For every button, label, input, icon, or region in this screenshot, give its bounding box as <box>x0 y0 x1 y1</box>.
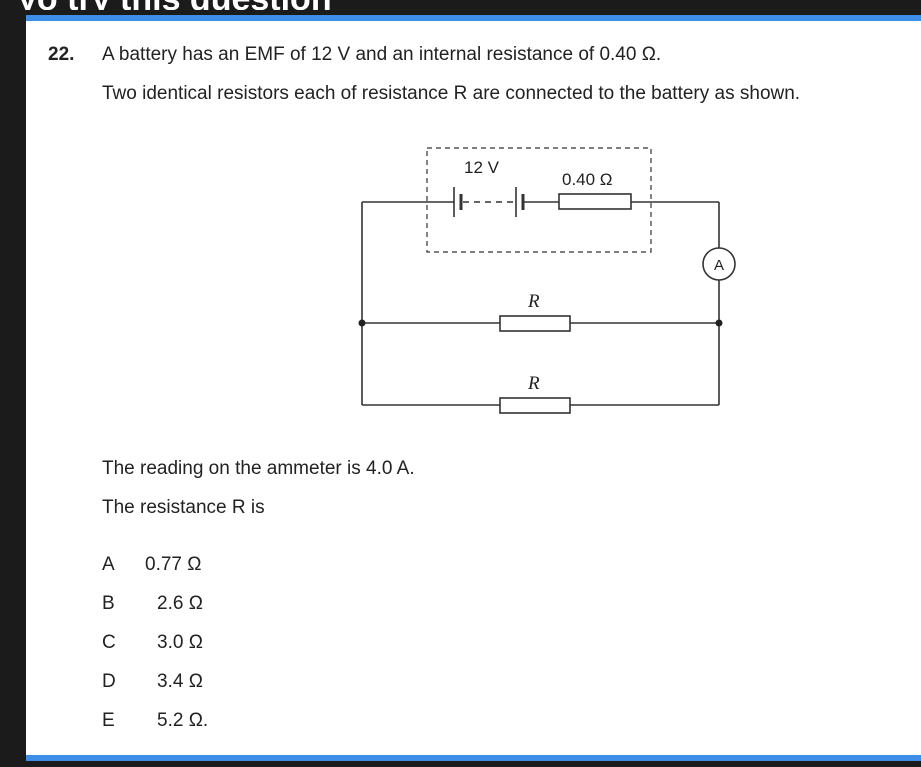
ammeter-label: A <box>714 257 724 274</box>
resistor-r2-label: R <box>527 373 540 394</box>
option-c[interactable]: C 3.0 Ω <box>102 632 203 654</box>
option-e[interactable]: E 5.2 Ω. <box>102 710 208 732</box>
question-line-4: The resistance R is <box>102 497 265 518</box>
option-a-value: 0.77 Ω <box>145 554 202 575</box>
option-b-letter: B <box>102 593 115 614</box>
internal-resistor <box>558 193 632 210</box>
battery-label: 12 V <box>464 158 500 177</box>
option-d-letter: D <box>102 671 116 692</box>
option-a[interactable]: A 0.77 Ω <box>102 554 201 576</box>
option-a-letter: A <box>102 554 115 575</box>
internal-resistance-label: 0.40 Ω <box>562 170 613 189</box>
resistor-r1-label: R <box>527 291 540 312</box>
question-line-2: Two identical resistors each of resistan… <box>102 83 801 104</box>
question-line-3: The reading on the ammeter is 4.0 A. <box>102 458 415 479</box>
question-card: 22. A battery has an EMF of 12 V and an … <box>26 15 921 761</box>
question-number: 22. <box>48 44 75 65</box>
option-b[interactable]: B 2.6 Ω <box>102 593 203 615</box>
resistor-r2 <box>499 397 571 414</box>
junction-left <box>358 319 366 327</box>
battery-dashed-box <box>426 147 652 253</box>
option-c-value: 3.0 Ω <box>157 632 203 653</box>
option-c-letter: C <box>102 632 116 653</box>
question-line-1: A battery has an EMF of 12 V and an inte… <box>102 44 662 65</box>
option-b-value: 2.6 Ω <box>157 593 203 614</box>
option-d[interactable]: D 3.4 Ω <box>102 671 203 693</box>
option-e-value: 5.2 Ω. <box>157 710 209 731</box>
option-e-letter: E <box>102 710 115 731</box>
option-d-value: 3.4 Ω <box>157 671 203 692</box>
junction-right <box>715 319 723 327</box>
circuit-diagram: 12 V 0.40 Ω R R A <box>358 147 736 414</box>
top-title-fragment: yo try this question <box>0 0 921 10</box>
resistor-r1 <box>499 315 571 332</box>
